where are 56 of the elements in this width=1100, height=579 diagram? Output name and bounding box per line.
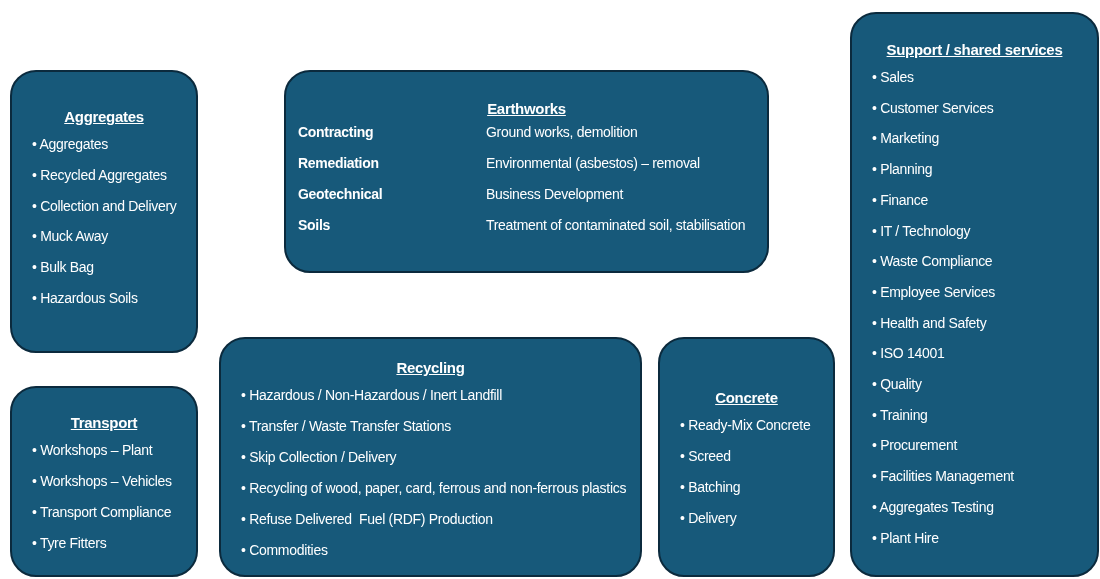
bullet-item: • Hazardous / Non-Hazardous / Inert Landfill xyxy=(241,386,503,405)
bullet-item: • Hazardous Soils xyxy=(32,289,139,308)
bullet-item: • Aggregates xyxy=(32,135,110,154)
bullet-item: • Waste Compliance xyxy=(872,252,994,272)
bullet-item: • ISO 14001 xyxy=(872,344,946,364)
category-card xyxy=(658,337,835,577)
bullet-item: • Marketing xyxy=(872,129,940,149)
bullet-item: • Muck Away xyxy=(32,227,110,247)
bullet-item: • Health and Safety xyxy=(872,313,988,333)
bullet-item: • Refuse Delivered Fuel (RDF) Production xyxy=(241,510,494,529)
bullet-item: • Facilities Management xyxy=(872,467,1015,487)
card-heading: Transport xyxy=(69,414,139,431)
bullet-item: • Recycling of wood, paper, card, ferrous and non-ferrous plastics xyxy=(241,479,628,498)
bullet-item: • Plant Hire xyxy=(872,528,940,548)
bullet-item: • Training xyxy=(872,405,929,425)
bullet-item: • Commodities xyxy=(241,541,329,560)
card-heading: Recycling xyxy=(395,359,466,376)
card-heading: Concrete xyxy=(714,389,779,406)
bullet-item: • Recycled Aggregates xyxy=(32,165,168,185)
service-description: Business Development xyxy=(486,185,625,204)
card-heading: Aggregates xyxy=(63,108,145,125)
service-description: Ground works, demolition xyxy=(486,123,639,142)
bullet-item: • Collection and Delivery xyxy=(32,196,178,216)
bullet-item: • Delivery xyxy=(680,509,738,528)
bullet-item: • Employee Services xyxy=(872,282,996,302)
bullet-item: • Aggregates Testing xyxy=(872,497,995,517)
bullet-item: • IT / Technology xyxy=(872,221,972,241)
bullet-item: • Quality xyxy=(872,375,923,395)
service-area: Geotechnical xyxy=(298,179,486,210)
bullet-item: • Finance xyxy=(872,190,929,210)
bullet-item: • Bulk Bag xyxy=(32,258,95,278)
bullet-item: • Sales xyxy=(872,68,915,87)
bullet-item: • Planning xyxy=(872,160,934,180)
bullet-item: • Workshops – Plant xyxy=(32,441,154,460)
category-card xyxy=(850,12,1099,577)
bullet-item: • Customer Services xyxy=(872,98,995,118)
category-card xyxy=(10,70,198,353)
card-heading: Support / shared services xyxy=(885,41,1064,58)
service-description: Environmental (asbestos) – removal xyxy=(486,154,701,173)
category-card xyxy=(284,70,769,273)
service-area: Remediation xyxy=(298,148,486,179)
service-description: Treatment of contaminated soil, stabilisation xyxy=(486,216,747,235)
bullet-item: • Workshops – Vehicles xyxy=(32,472,173,491)
bullet-item: • Screed xyxy=(680,447,732,466)
bullet-item: • Transfer / Waste Transfer Stations xyxy=(241,417,452,436)
card-heading: Earthworks xyxy=(486,100,567,117)
service-area: Contracting xyxy=(298,117,486,148)
service-area: Soils xyxy=(298,210,486,241)
bullet-item: • Transport Compliance xyxy=(32,503,173,522)
bullet-item: • Procurement xyxy=(872,436,959,456)
bullet-item: • Skip Collection / Delivery xyxy=(241,448,398,467)
bullet-item: • Tyre Fitters xyxy=(32,534,108,553)
bullet-item: • Batching xyxy=(680,478,742,497)
bullet-item: • Ready-Mix Concrete xyxy=(680,416,812,435)
category-card xyxy=(10,386,198,577)
category-card xyxy=(219,337,642,577)
